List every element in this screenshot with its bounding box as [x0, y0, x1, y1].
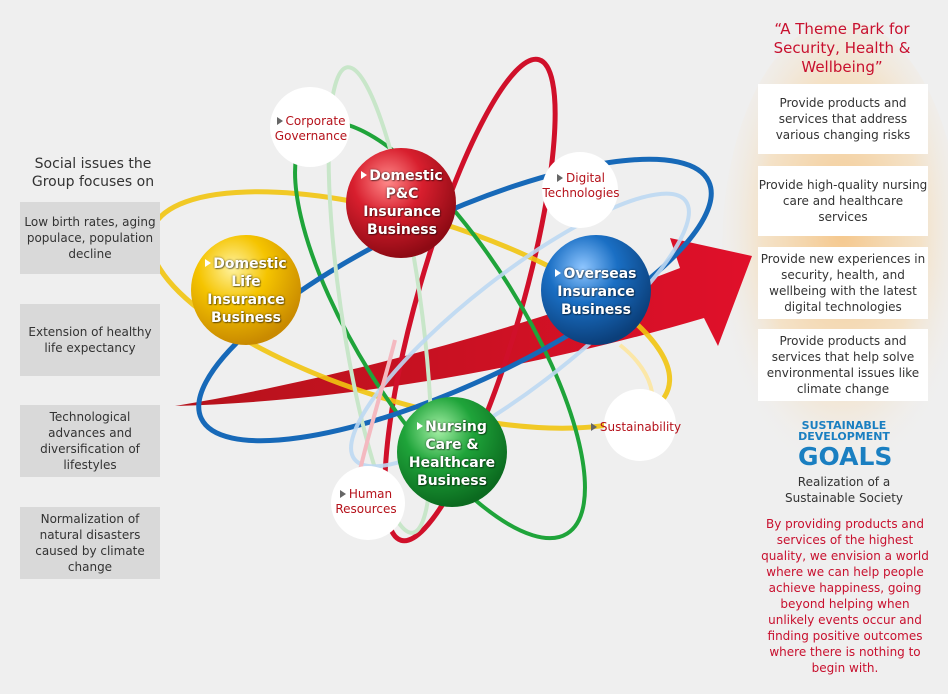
value-box-digital: Provide new experiences in security, hea… — [758, 247, 928, 319]
value-box-risks: Provide products and services that addre… — [758, 84, 928, 154]
sdg-logo: SUSTAINABLE DEVELOPMENT GOALS — [798, 419, 893, 471]
business-nursing-healthcare: Nursing Care & Healthcare Business — [408, 419, 496, 489]
issue-box-natural-disasters: Normalization of natural disasters cause… — [20, 507, 160, 579]
triangle-marker-icon — [361, 171, 368, 179]
triangle-marker-icon — [339, 490, 346, 498]
triangle-marker-icon — [276, 117, 283, 125]
triangle-marker-icon — [555, 269, 562, 277]
social-issues-title: Social issues the Group focuses on — [31, 156, 155, 190]
issue-box-technology: Technological advances and diversificati… — [20, 405, 160, 477]
node-human-resources: Human Resources — [335, 487, 397, 516]
theme-park-title: “A Theme Park for Security, Health & Wel… — [773, 20, 911, 76]
triangle-marker-icon — [205, 259, 212, 267]
value-box-nursing: Provide high-quality nursing care and he… — [758, 166, 928, 236]
triangle-marker-icon — [557, 174, 564, 182]
realization-text: Realization of a Sustainable Society — [784, 475, 904, 505]
vision-statement: By providing products and services of th… — [761, 517, 929, 675]
node-sustainability: Sustainability — [586, 420, 686, 435]
triangle-marker-icon — [417, 422, 424, 430]
business-overseas: Overseas Insurance Business — [555, 266, 637, 318]
business-domestic-life: Domestic Life Insurance Business — [205, 256, 287, 326]
node-corporate-governance: Corporate Governance — [274, 114, 348, 143]
value-box-environment: Provide products and services that help … — [758, 329, 928, 401]
node-digital-technologies: Digital Technologies — [542, 171, 620, 200]
issue-box-birth-rates: Low birth rates, aging populace, populat… — [20, 202, 160, 274]
triangle-marker-icon — [590, 423, 597, 431]
issue-box-life-expectancy: Extension of healthy life expectancy — [20, 304, 160, 376]
business-domestic-pc: Domestic P&C Insurance Business — [361, 168, 443, 238]
